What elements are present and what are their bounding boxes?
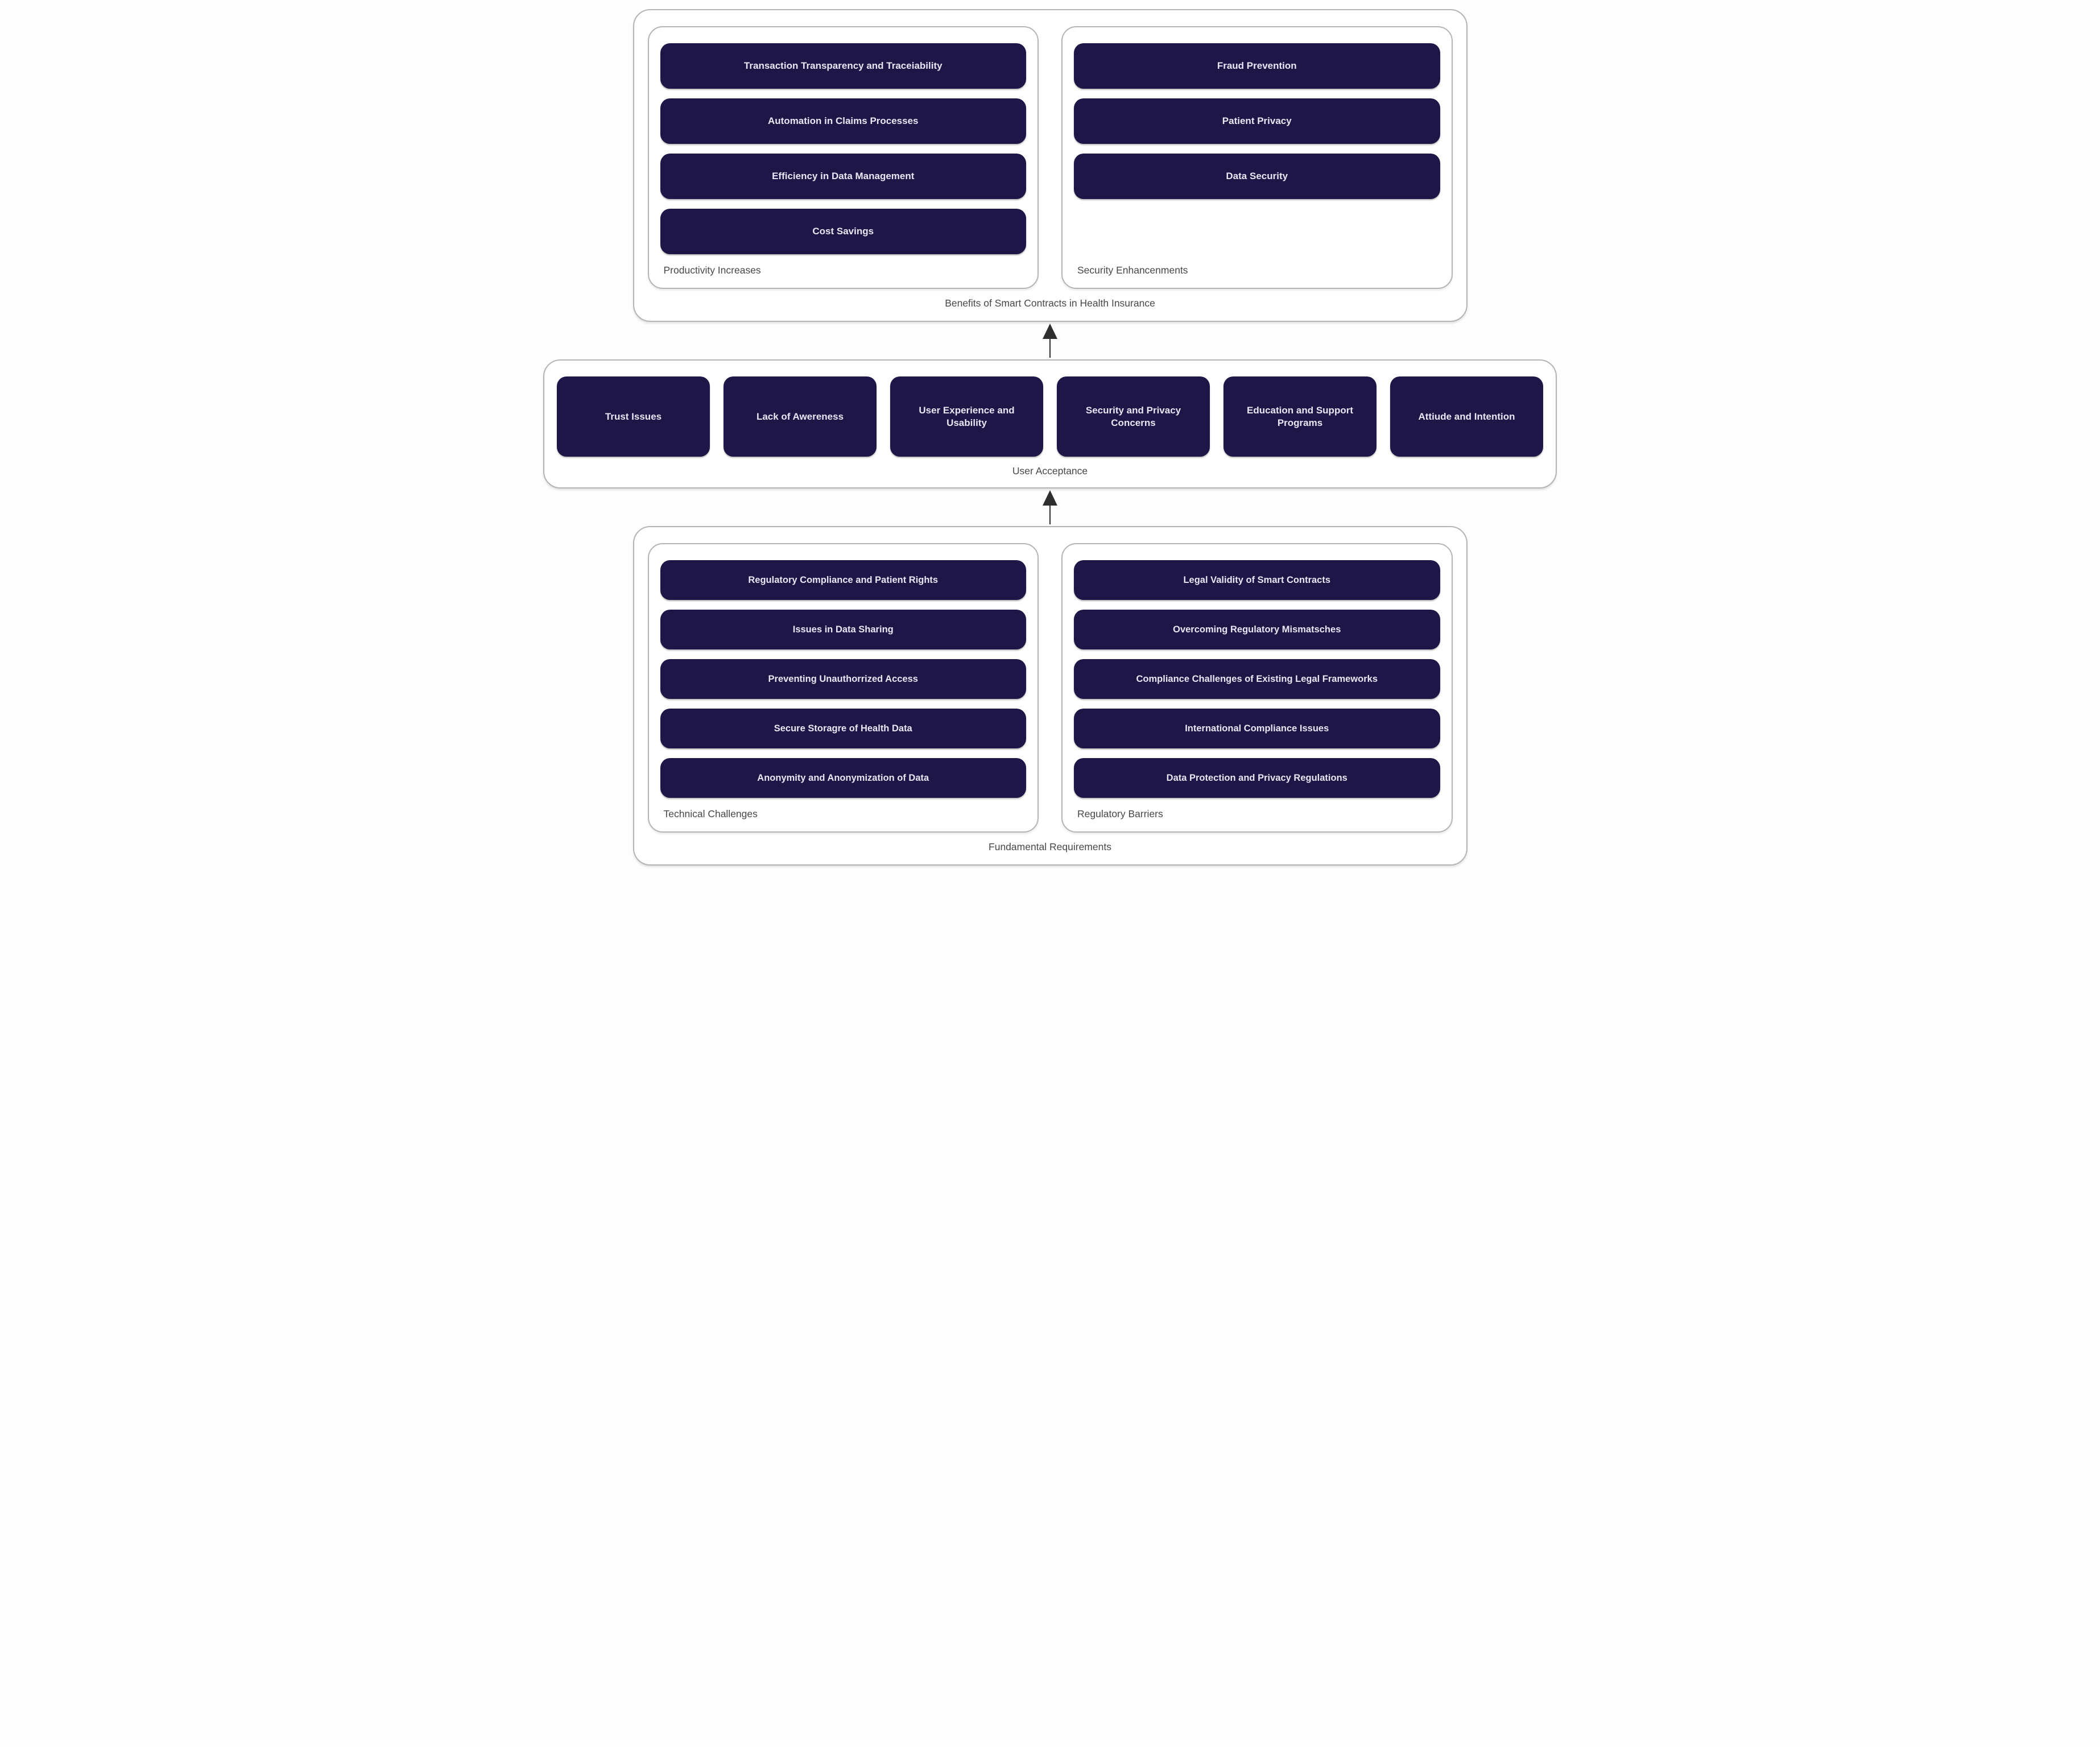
node-compliance-challenges-legal-frameworks: Compliance Challenges of Existing Legal … xyxy=(1074,659,1440,699)
title-fundamental-requirements: Fundamental Requirements xyxy=(989,841,1111,852)
arrow-acceptance-to-benefits xyxy=(1043,322,1057,359)
productivity-items: Transaction Transparency and Traceiabili… xyxy=(660,43,1026,254)
arrow-fundamental-to-acceptance xyxy=(1043,489,1057,526)
node-automation-claims: Automation in Claims Processes xyxy=(660,98,1026,144)
label-security-enhancements: Security Enhancenments xyxy=(1077,264,1188,276)
group-fundamental-requirements: Regulatory Compliance and Patient Rights… xyxy=(633,526,1467,866)
group-user-acceptance: Trust Issues Lack of Awereness User Expe… xyxy=(543,359,1557,489)
group-benefits: Transaction Transparency and Traceiabili… xyxy=(633,9,1467,322)
title-benefits: Benefits of Smart Contracts in Health In… xyxy=(945,297,1155,309)
node-issues-data-sharing: Issues in Data Sharing xyxy=(660,610,1026,649)
node-transaction-transparency: Transaction Transparency and Traceiabili… xyxy=(660,43,1026,89)
arrow-up-icon xyxy=(1043,324,1057,339)
node-fraud-prevention: Fraud Prevention xyxy=(1074,43,1440,89)
subgroup-technical-challenges: Regulatory Compliance and Patient Rights… xyxy=(647,543,1039,833)
regulatory-items: Legal Validity of Smart Contracts Overco… xyxy=(1074,560,1440,798)
subgroup-regulatory-barriers: Legal Validity of Smart Contracts Overco… xyxy=(1061,543,1453,833)
technical-items: Regulatory Compliance and Patient Rights… xyxy=(660,560,1026,798)
diagram-canvas: Transaction Transparency and Traceiabili… xyxy=(525,0,1575,874)
acceptance-items-row: Trust Issues Lack of Awereness User Expe… xyxy=(557,376,1543,457)
node-user-experience-usability: User Experience and Usability xyxy=(890,376,1043,457)
node-attitude-intention: Attiude and Intention xyxy=(1390,376,1543,457)
node-international-compliance-issues: International Compliance Issues xyxy=(1074,709,1440,748)
subgroup-productivity-increases: Transaction Transparency and Traceiabili… xyxy=(647,26,1039,289)
fundamental-subgroups-row: Regulatory Compliance and Patient Rights… xyxy=(647,543,1453,833)
arrow-line xyxy=(1049,506,1051,524)
subgroup-security-enhancements: Fraud Prevention Patient Privacy Data Se… xyxy=(1061,26,1453,289)
node-security-privacy-concerns: Security and Privacy Concerns xyxy=(1057,376,1210,457)
node-regulatory-compliance-patient-rights: Regulatory Compliance and Patient Rights xyxy=(660,560,1026,600)
node-education-support-programs: Education and Support Programs xyxy=(1223,376,1376,457)
arrow-line xyxy=(1049,339,1051,358)
node-legal-validity-smart-contracts: Legal Validity of Smart Contracts xyxy=(1074,560,1440,600)
node-patient-privacy: Patient Privacy xyxy=(1074,98,1440,144)
node-data-security: Data Security xyxy=(1074,154,1440,199)
node-cost-savings: Cost Savings xyxy=(660,209,1026,254)
label-technical-challenges: Technical Challenges xyxy=(663,808,758,819)
node-data-protection-privacy-regulations: Data Protection and Privacy Regulations xyxy=(1074,758,1440,798)
node-preventing-unauthorized-access: Preventing Unauthorrized Access xyxy=(660,659,1026,699)
title-user-acceptance: User Acceptance xyxy=(1012,465,1088,477)
label-regulatory-barriers: Regulatory Barriers xyxy=(1077,808,1163,819)
benefits-subgroups-row: Transaction Transparency and Traceiabili… xyxy=(647,26,1453,289)
arrow-up-icon xyxy=(1043,490,1057,506)
label-productivity-increases: Productivity Increases xyxy=(663,264,761,276)
node-efficiency-data-management: Efficiency in Data Management xyxy=(660,154,1026,199)
node-trust-issues: Trust Issues xyxy=(557,376,710,457)
node-secure-storage-health-data: Secure Storagre of Health Data xyxy=(660,709,1026,748)
node-overcoming-regulatory-mismatches: Overcoming Regulatory Mismatsches xyxy=(1074,610,1440,649)
security-items: Fraud Prevention Patient Privacy Data Se… xyxy=(1074,43,1440,199)
node-anonymity-anonymization: Anonymity and Anonymization of Data xyxy=(660,758,1026,798)
node-lack-of-awareness: Lack of Awereness xyxy=(724,376,877,457)
